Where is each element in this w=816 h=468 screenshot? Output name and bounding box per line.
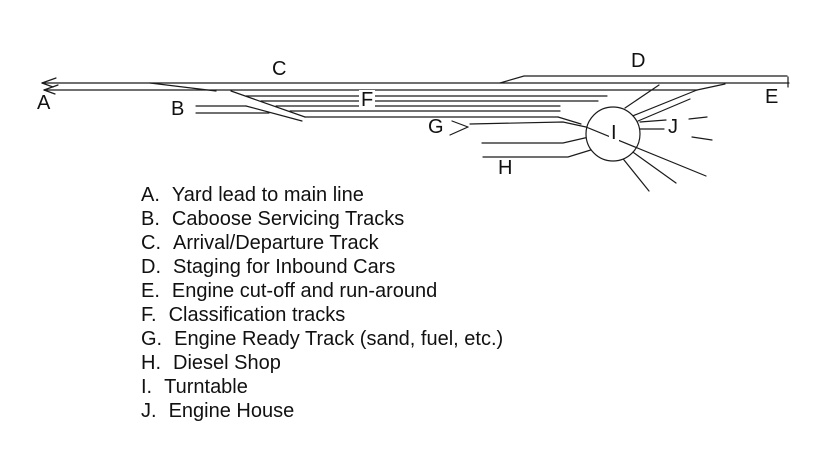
legend-letter: H. <box>141 352 161 374</box>
label-d: D <box>631 50 646 72</box>
legend-text: Caboose Servicing Tracks <box>171 208 405 230</box>
crossover-left <box>149 82 217 92</box>
legend-letter: A. <box>141 184 160 206</box>
label-a: A <box>37 92 51 114</box>
legend-text: Engine cut-off and run-around <box>171 280 438 302</box>
label-f: F <box>359 89 376 111</box>
legend-letter: I. <box>141 376 153 398</box>
legend-item: A. Yard lead to main line <box>141 183 503 207</box>
legend-item: D. Staging for Inbound Cars <box>141 255 503 279</box>
legend-item: C. Arrival/Departure Track <box>141 231 503 255</box>
legend-item: B. Caboose Servicing Tracks <box>141 207 503 231</box>
label-b: B <box>171 98 185 120</box>
legend-letter: E. <box>141 280 160 302</box>
track-d-staging <box>499 75 788 84</box>
legend-text: Staging for Inbound Cars <box>173 256 396 278</box>
label-g: G <box>428 116 444 138</box>
tracks-f-classification <box>245 95 608 125</box>
arrow-left-icon <box>41 77 59 95</box>
legend-item: H. Diesel Shop <box>141 351 503 375</box>
tracks-b-caboose <box>195 105 303 122</box>
label-c: C <box>272 58 287 80</box>
legend-item: I. Turntable <box>141 375 503 399</box>
turntable-bridge <box>585 126 707 177</box>
legend-letter: B. <box>141 208 160 230</box>
legend-letter: G. <box>141 328 163 350</box>
legend-letter: F. <box>141 304 157 326</box>
legend-item: J. Engine House <box>141 399 503 423</box>
legend-letter: C. <box>141 232 161 254</box>
track-g-engine-ready <box>449 120 587 136</box>
legend-item: G. Engine Ready Track (sand, fuel, etc.) <box>141 327 503 351</box>
label-h: H <box>498 157 513 179</box>
label-j: J <box>668 116 678 138</box>
arrow-right-icon <box>449 120 469 136</box>
legend-text: Arrival/Departure Track <box>173 232 379 254</box>
legend-text: Yard lead to main line <box>171 184 364 206</box>
legend-text: Engine Ready Track (sand, fuel, etc.) <box>174 328 504 350</box>
track-a-yard-lead <box>41 77 726 95</box>
legend-text: Diesel Shop <box>173 352 281 374</box>
legend-text: Engine House <box>168 400 295 422</box>
legend-text: Turntable <box>164 376 248 398</box>
legend-text: Classification tracks <box>168 304 346 326</box>
legend-letter: D. <box>141 256 161 278</box>
tracks-j-engine-house <box>619 84 713 192</box>
legend-letter: J. <box>141 400 157 422</box>
label-e: E <box>765 86 779 108</box>
legend: A. Yard lead to main line B. Caboose Servi… <box>141 183 503 423</box>
legend-item: F. Classification tracks <box>141 303 503 327</box>
yard-ladder <box>230 90 306 118</box>
legend-item: E. Engine cut-off and run-around <box>141 279 503 303</box>
label-i: I <box>609 122 619 144</box>
tracks-h-diesel-shop <box>481 136 595 158</box>
